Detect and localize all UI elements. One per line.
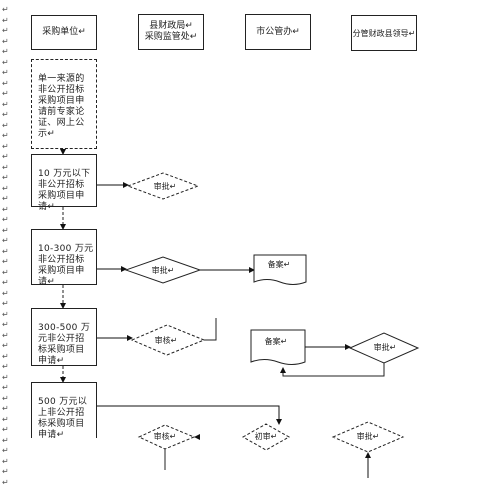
step-single-source: 单一来源的 非公开招标 采购项目申 请前专家论 证、网上公 示↵ <box>31 59 97 149</box>
header-finance-dept-label: 县财政局↵ 采购监管处↵ <box>144 21 198 42</box>
paragraph-mark: ↵ <box>2 425 9 434</box>
header-county-office-label: 市公管办↵ <box>256 26 300 37</box>
paragraph-mark: ↵ <box>2 152 9 161</box>
step-under-10w: 10 万元以下 非公开招标 采购项目申 请↵ <box>31 154 97 212</box>
decision-label-1: 审批↵ <box>153 182 177 191</box>
decision-label-6: 初审↵ <box>254 432 278 441</box>
header-county-office: 市公管办↵ <box>245 14 311 50</box>
paragraph-mark: ↵ <box>2 246 9 256</box>
decision-label-3: 审核↵ <box>154 336 178 345</box>
paragraph-mark: ↵ <box>2 162 9 172</box>
paragraph-mark: ↵ <box>2 257 9 266</box>
paragraph-mark: ↵ <box>2 320 9 329</box>
paragraph-mark: ↵ <box>2 15 9 25</box>
decision-diamond-4 <box>348 332 420 364</box>
paragraph-mark: ↵ <box>2 131 9 140</box>
paragraph-mark: ↵ <box>2 89 9 98</box>
paragraph-mark: ↵ <box>2 278 9 287</box>
paragraph-mark: ↵ <box>2 414 9 424</box>
paragraph-mark: ↵ <box>2 36 9 46</box>
decision-diamond-3 <box>130 324 206 356</box>
paragraph-mark: ↵ <box>2 57 9 67</box>
paragraph-mark: ↵ <box>2 383 9 392</box>
record-label-1: 备案↵ <box>267 260 291 269</box>
decision-diamond-6 <box>241 423 291 451</box>
step-under-10w-label: 10 万元以下 非公开招标 采购项目申 请↵ <box>38 169 91 212</box>
step-over-500w: 500 万元以 上非公开招 标采购项目 申请↵ <box>31 382 97 440</box>
header-finance-dept: 县财政局↵ 采购监管处↵ <box>138 14 204 50</box>
paragraph-mark: ↵ <box>2 404 9 413</box>
paragraph-mark: ↵ <box>2 467 9 476</box>
paragraph-mark: ↵ <box>2 225 9 235</box>
paragraph-mark: ↵ <box>2 351 9 361</box>
decision-diamond-1 <box>126 172 200 200</box>
step-single-source-label: 单一来源的 非公开招标 采购项目申 请前专家论 证、网上公 示↵ <box>38 74 85 139</box>
paragraph-mark: ↵ <box>2 99 9 109</box>
decision-diamond-7 <box>331 421 405 453</box>
paragraph-mark: ↵ <box>2 362 9 371</box>
paragraph-mark: ↵ <box>2 341 9 350</box>
paragraph-mark: ↵ <box>2 68 9 77</box>
record-doc-2 <box>250 329 306 365</box>
paragraph-mark: ↵ <box>2 204 9 214</box>
paragraph-mark: ↵ <box>2 330 9 340</box>
step-300-500w: 300-500 万 元非公开招 标采购项目 申请↵ <box>31 308 97 366</box>
paragraph-mark: ↵ <box>2 5 9 14</box>
line-s5-to-d6 <box>97 405 282 425</box>
record-doc-1 <box>253 254 307 285</box>
paragraph-mark: ↵ <box>2 477 9 487</box>
step-300-500w-label: 300-500 万 元非公开招 标采购项目 申请↵ <box>38 323 91 366</box>
paragraph-mark: ↵ <box>2 236 9 245</box>
step-10-300w-label: 10-300 万元 非公开招标 采购项目申 请↵ <box>38 244 94 287</box>
paragraph-mark: ↵ <box>2 78 9 88</box>
line-d4-back <box>280 363 385 377</box>
header-county-leader-label: 分管财政县领导↵ <box>352 28 416 38</box>
decision-label-7: 审批↵ <box>356 432 380 441</box>
paragraph-mark: ↵ <box>2 267 9 277</box>
paragraph-mark: ↵ <box>2 372 9 382</box>
header-county-leader: 分管财政县领导↵ <box>351 15 417 51</box>
header-purchasing-unit: 采购单位↵ <box>31 15 97 50</box>
paragraph-mark: ↵ <box>2 26 9 35</box>
paragraph-mark: ↵ <box>2 110 9 119</box>
step-over-500w-label: 500 万元以 上非公开招 标采购项目 申请↵ <box>38 397 88 440</box>
paragraph-mark: ↵ <box>2 309 9 319</box>
paragraph-mark: ↵ <box>2 446 9 455</box>
paragraph-mark: ↵ <box>2 173 9 182</box>
paragraph-mark: ↵ <box>2 141 9 151</box>
paragraph-mark: ↵ <box>2 120 9 130</box>
paragraph-marks: ↵↵↵↵↵↵↵↵↵↵↵↵↵↵↵↵↵↵↵↵↵↵↵↵↵↵↵↵↵↵↵↵↵↵↵↵↵↵↵↵… <box>2 0 12 489</box>
record-label-2: 备案↵ <box>264 337 288 346</box>
decision-label-2: 审批↵ <box>151 266 175 275</box>
header-purchasing-unit-label: 采购单位↵ <box>42 27 86 37</box>
decision-label-5: 审核↵ <box>153 432 177 441</box>
paragraph-mark: ↵ <box>2 183 9 193</box>
step-10-300w: 10-300 万元 非公开招标 采购项目申 请↵ <box>31 229 97 287</box>
paragraph-mark: ↵ <box>2 299 9 308</box>
paragraph-mark: ↵ <box>2 435 9 445</box>
paragraph-mark: ↵ <box>2 456 9 466</box>
paragraph-mark: ↵ <box>2 393 9 403</box>
paragraph-mark: ↵ <box>2 47 9 56</box>
paragraph-mark: ↵ <box>2 215 9 224</box>
decision-label-4: 审批↵ <box>373 343 397 352</box>
line-d3-up <box>204 318 217 341</box>
paragraph-mark: ↵ <box>2 194 9 203</box>
paragraph-mark: ↵ <box>2 288 9 298</box>
